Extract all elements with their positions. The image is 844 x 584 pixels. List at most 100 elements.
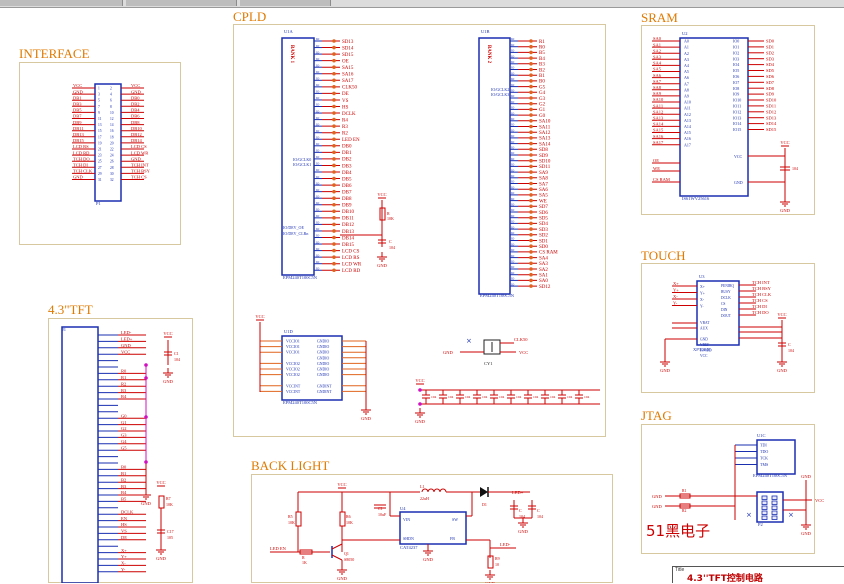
u1a-pin-io: IO [316,96,320,100]
u1b-pin-io: IO [511,277,515,281]
interface-pin-num: 1 [98,87,100,91]
sram-addr-net: SA1 [653,42,661,47]
jtag-gnd-net: GND [652,494,662,499]
cap-value: 104 [465,395,471,399]
toolbar-segment[interactable] [126,0,237,6]
interface-pin-num: 25 [98,160,102,164]
u1a-pin-dot [332,65,336,69]
tft-net-label: VCC [121,349,130,354]
u1b-pin-dot [529,221,533,226]
u1a-ref: U1A [284,29,293,34]
r-pullup-val: 10K [387,216,394,221]
u3-part: XPT2046 [693,347,711,352]
bl-cap-val: 104 [519,514,525,519]
sram-addr-pin: A4 [684,63,689,68]
sram-addr-pin: A10 [684,100,691,105]
interface-right-net: TCH INT [131,163,149,168]
sram-data-pin: IO11 [733,104,741,109]
touch-left-net: Y+ [673,288,679,293]
ground-label: GND [163,379,173,384]
touch-pin: DIN [721,308,728,312]
u1a-net-label: SA17 [342,79,354,84]
interface-right-net: DB4 [131,108,140,113]
u1b-net-label: G1 [539,108,546,113]
r9-val: 10 [495,562,499,567]
sram-ctrl-net: CS RAM [653,177,670,182]
u1b-net-label: B3 [539,63,545,68]
p2-pin [761,510,768,515]
u1d-body [281,335,343,401]
u1b-pin-dot [529,113,533,117]
u1a-pin-dot [332,98,336,102]
u1b-pin-dot [529,284,533,288]
tft-net-label: R2 [121,381,126,386]
q1-emitter [331,554,343,561]
u1a-devclr: IO/DEV_CLRn [283,231,308,236]
touch-cap-val: 104 [788,348,794,353]
touch-pin: DCLK [721,296,731,300]
u4-pin: FB [450,536,455,541]
sram-addr-net: SA6 [653,73,662,78]
interface-pin-num: 10 [110,111,114,115]
vcc-label: VCC [780,140,789,145]
u1a-pin-dot [332,104,336,109]
toolbar-segment[interactable] [240,0,331,6]
interface-pin-num: 23 [98,154,102,158]
u1b-net-label: B4 [539,57,545,62]
interface-left-net: DB13 [73,132,85,137]
interface-pin-num: 20 [110,141,114,145]
u1b-pin-io: IO [511,174,515,178]
u1d-right-label: GNDIO [317,340,329,344]
interface-pin-num: 13 [98,123,102,127]
junction-dot [418,388,422,392]
u1b-pin-io: IO [511,77,515,81]
sram-data-pin: IO3 [733,56,739,61]
interface-right-net: TCH BSY [131,169,151,174]
sram-ctrl-net: OE [653,158,659,163]
toolbar-segment[interactable] [0,0,123,6]
u4-body [399,511,467,545]
tft-net-label: X- [121,561,126,566]
tft-net-label: B0 [121,465,127,470]
u1b-pin-io: IO [511,225,515,229]
tft-net-label: G0 [121,413,127,418]
u1a-net-label: DCLK [342,112,356,117]
r7-val: 10K [166,502,173,507]
interface-pin-num: 26 [110,160,114,164]
u1b-net-label: SD9 [539,154,548,159]
interface-pin-num: 9 [98,111,100,115]
u4-part: CAT4237 [400,545,418,550]
crystal-vcc: VCC [519,350,528,355]
sram-vcc-pin: VCC [734,154,743,159]
interface-pin-num: 4 [110,93,112,97]
u1b-pin-io: IO [511,100,515,104]
u1b-pin-dot [529,79,533,83]
vcc-label: VCC [337,482,346,487]
u1a-pin-dot [332,157,336,161]
c-ref: C [389,239,392,244]
interface-pin-num: 6 [110,99,112,103]
p1-ref: P1 [96,201,101,206]
u3-body [696,280,740,346]
tft-net-label: R1 [121,375,126,380]
interface-right-net: LCD CS [131,144,147,149]
u1a-pin-io: IO [316,208,320,212]
u1b-pin-dot [529,44,533,49]
u1b-pin-io: IO [511,111,515,115]
u1a-pin-dot [332,216,336,220]
u1b-net-label: SA0 [539,279,548,284]
r5-body [295,511,302,527]
touch-right-net: TCH INT [752,280,770,285]
tft-net-label: DCLK [121,509,134,514]
touch-pin: Y+ [700,292,705,296]
u1a-pin-io: IO [316,162,320,166]
crystal-gnd: GND [443,350,453,355]
jtag-pin-label: TDO [760,449,768,454]
touch-title: TOUCH [641,248,686,263]
u1d-right-label: GNDINT [317,384,332,388]
u1b-pin-io: IO [511,185,515,189]
u1b-pin-dot [529,187,533,191]
u2-ref: U2 [682,31,688,36]
u1a-net-label: SA15 [342,66,354,71]
u1a-pin-io: IO [316,122,320,126]
